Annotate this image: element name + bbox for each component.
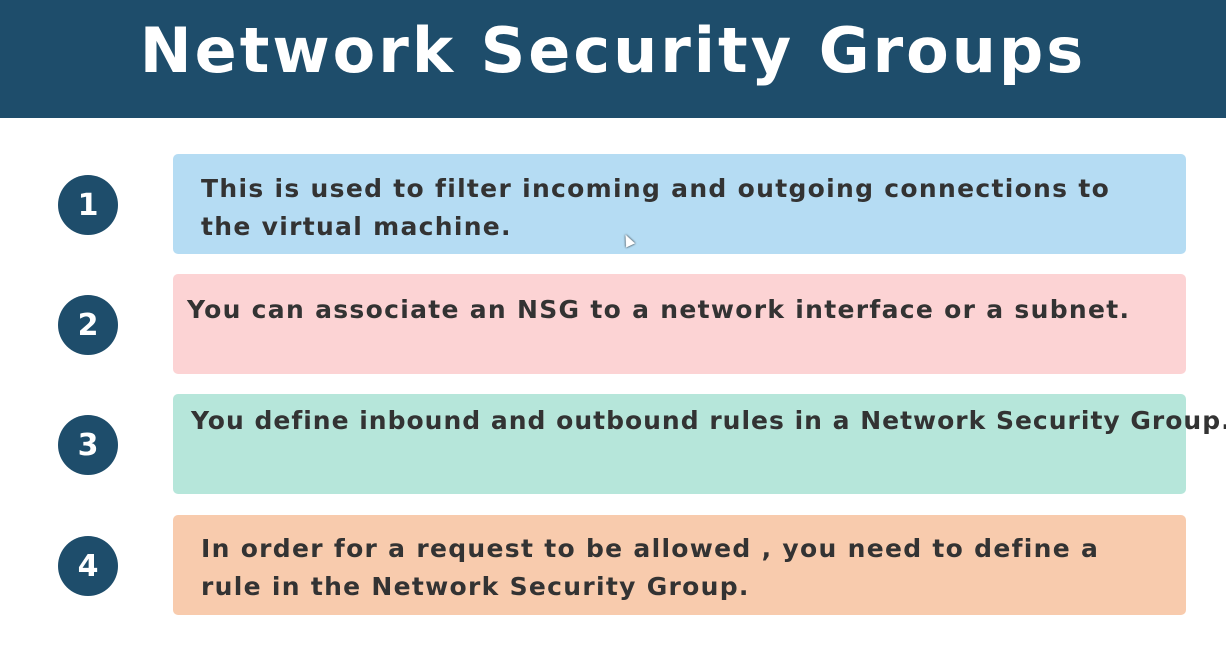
header-banner: Network Security Groups <box>0 0 1226 118</box>
number-badge-4: 4 <box>58 536 118 596</box>
number-badge-1: 1 <box>58 175 118 235</box>
item-text-1: This is used to filter incoming and outg… <box>201 174 1111 241</box>
item-text-2: You can associate an NSG to a network in… <box>187 295 1131 324</box>
item-text-4: In order for a request to be allowed , y… <box>201 534 1100 601</box>
item-box-4: In order for a request to be allowed , y… <box>173 515 1186 615</box>
slide-title: Network Security Groups <box>139 14 1087 87</box>
number-badge-2: 2 <box>58 295 118 355</box>
item-box-1: This is used to filter incoming and outg… <box>173 154 1186 254</box>
item-text-3: You define inbound and outbound rules in… <box>191 406 1226 435</box>
item-box-3: You define inbound and outbound rules in… <box>173 394 1226 494</box>
number-badge-3: 3 <box>58 415 118 475</box>
item-box-2: You can associate an NSG to a network in… <box>173 274 1186 374</box>
